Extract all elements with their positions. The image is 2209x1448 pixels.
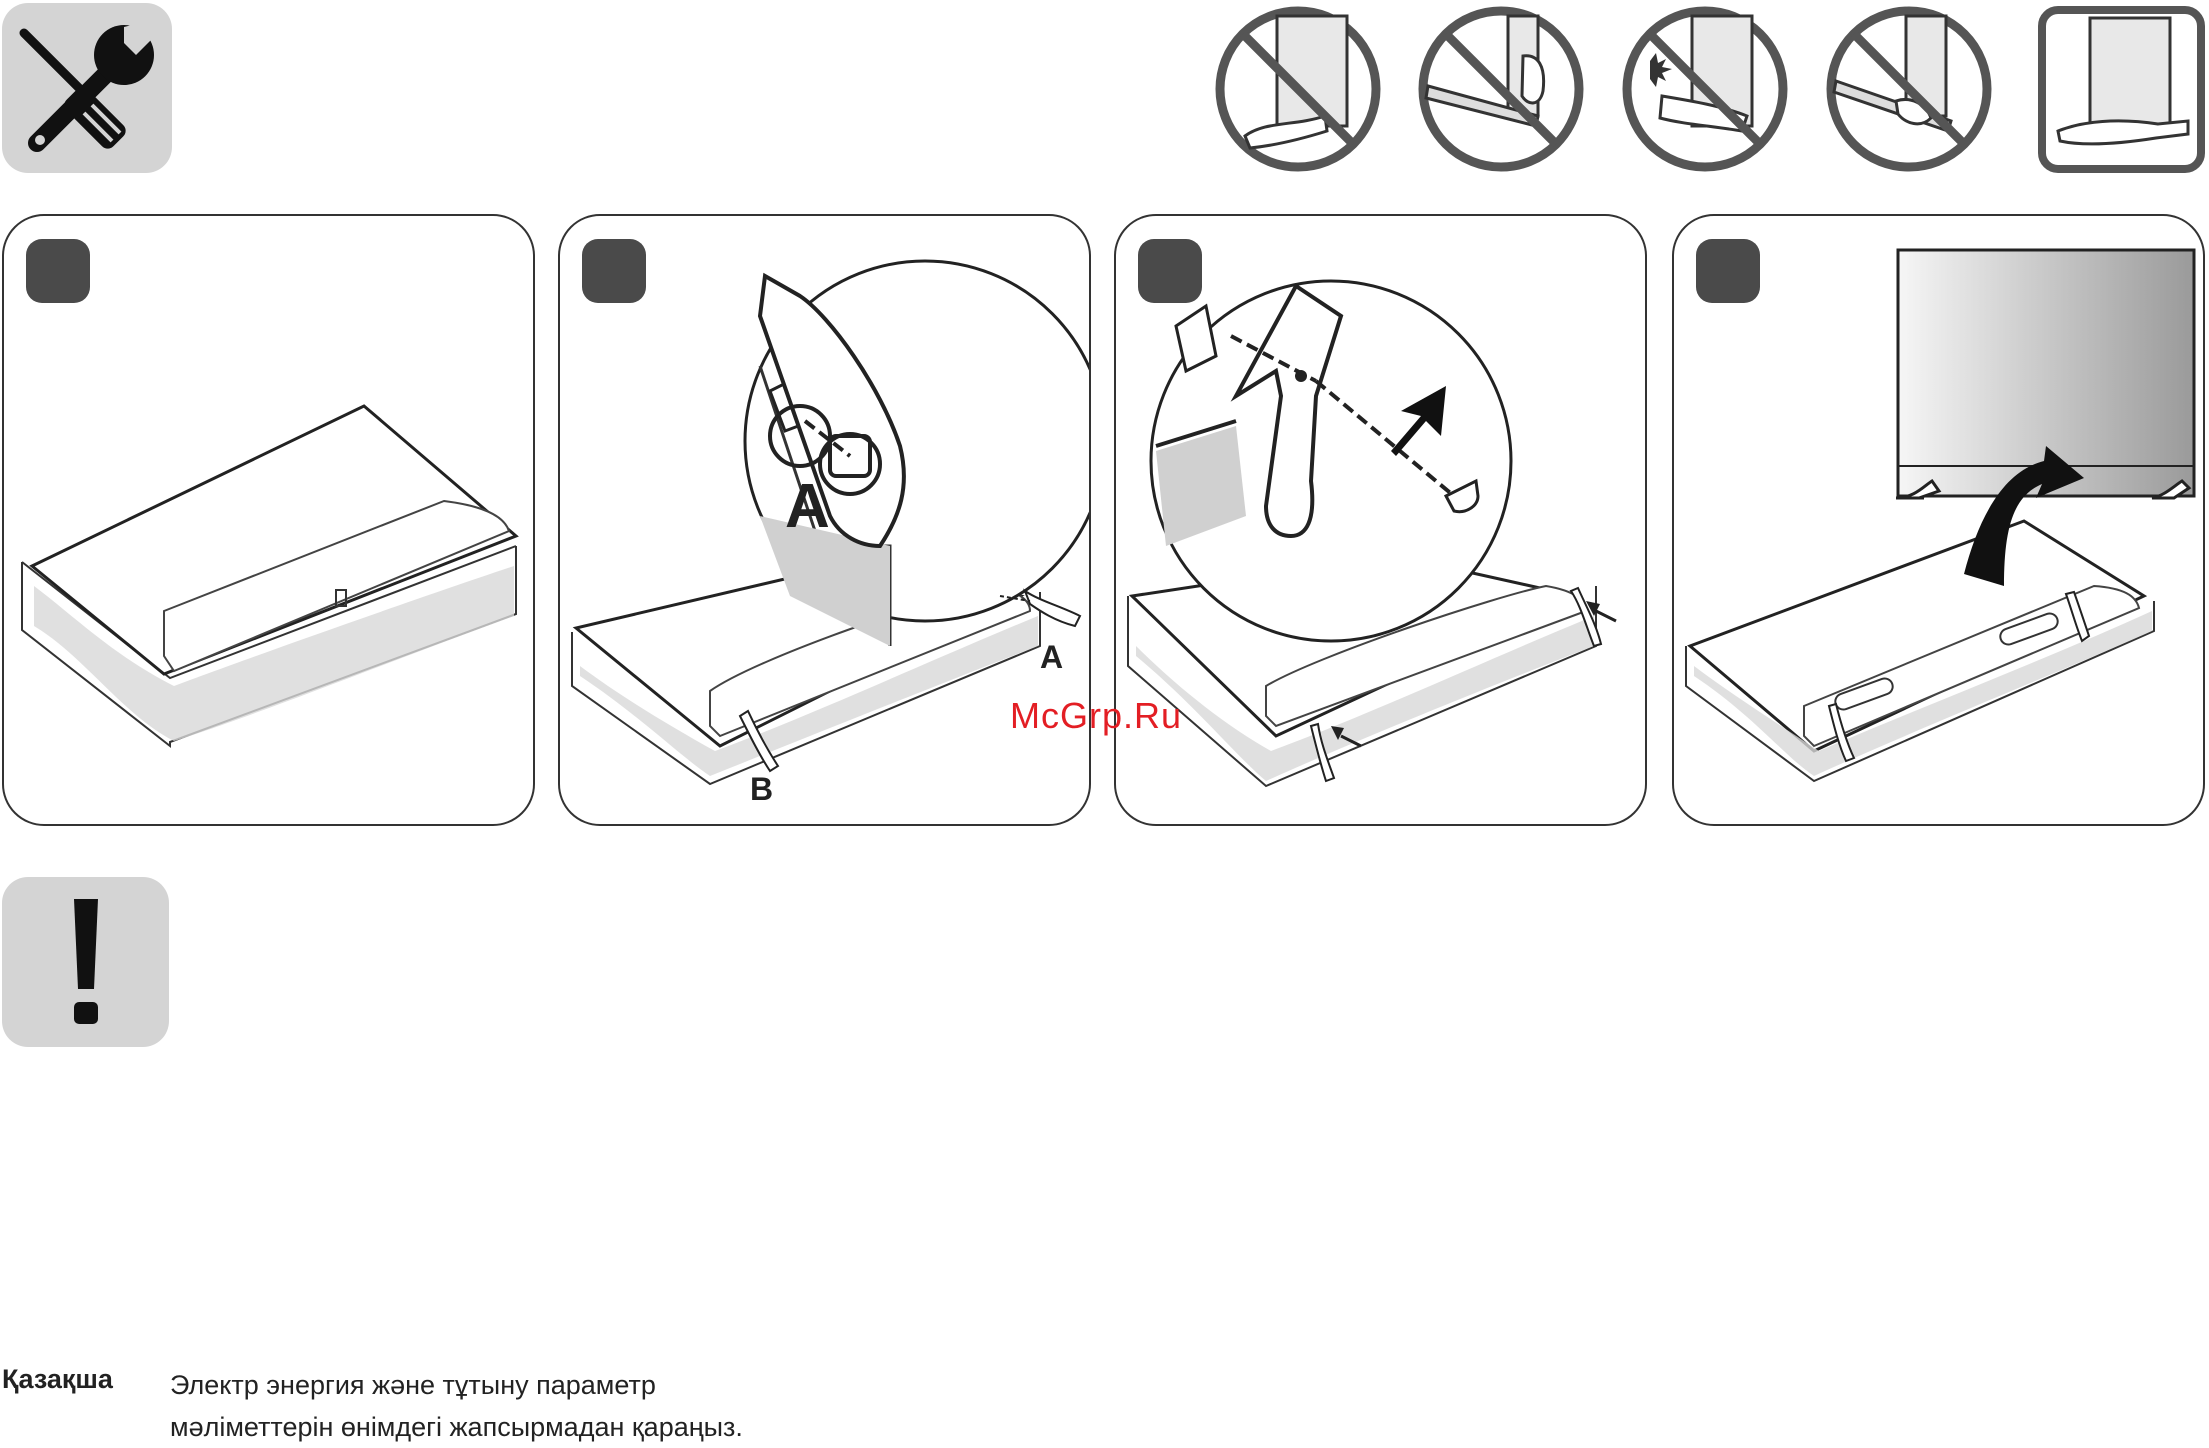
part-label-b: B — [750, 771, 773, 808]
wrench-screwdriver-icon — [2, 3, 172, 173]
warning-box — [2, 877, 169, 1047]
step-panel-1 — [2, 214, 535, 826]
prohibited-icon — [1215, 6, 1381, 172]
footer-text: Электр энергия және тұтыну параметр мәлі… — [170, 1364, 743, 1448]
footer-line-1: Электр энергия және тұтыну параметр — [170, 1364, 743, 1406]
turn-upright-illustration — [1674, 216, 2205, 826]
step-panel-4 — [1672, 214, 2205, 826]
part-label-a: A — [1040, 639, 1063, 676]
exclamation-icon — [2, 877, 169, 1047]
watermark: McGrp.Ru — [1010, 695, 1182, 737]
footer-line-2: мәліметтерін өнімдегі жапсырмадан қараңы… — [170, 1406, 743, 1448]
allowed-icon — [2038, 6, 2205, 173]
prohibited-icon — [1622, 6, 1788, 172]
footer-language: Қазақша — [2, 1364, 113, 1395]
tv-facedown-illustration — [4, 216, 535, 826]
prohibited-icon — [1826, 6, 1992, 172]
screw-stand-illustration — [1116, 216, 1647, 826]
step-panel-3 — [1114, 214, 1647, 826]
prohibited-icon — [1418, 6, 1584, 172]
part-label-a-zoom: A — [785, 471, 830, 542]
tools-box — [2, 3, 172, 173]
